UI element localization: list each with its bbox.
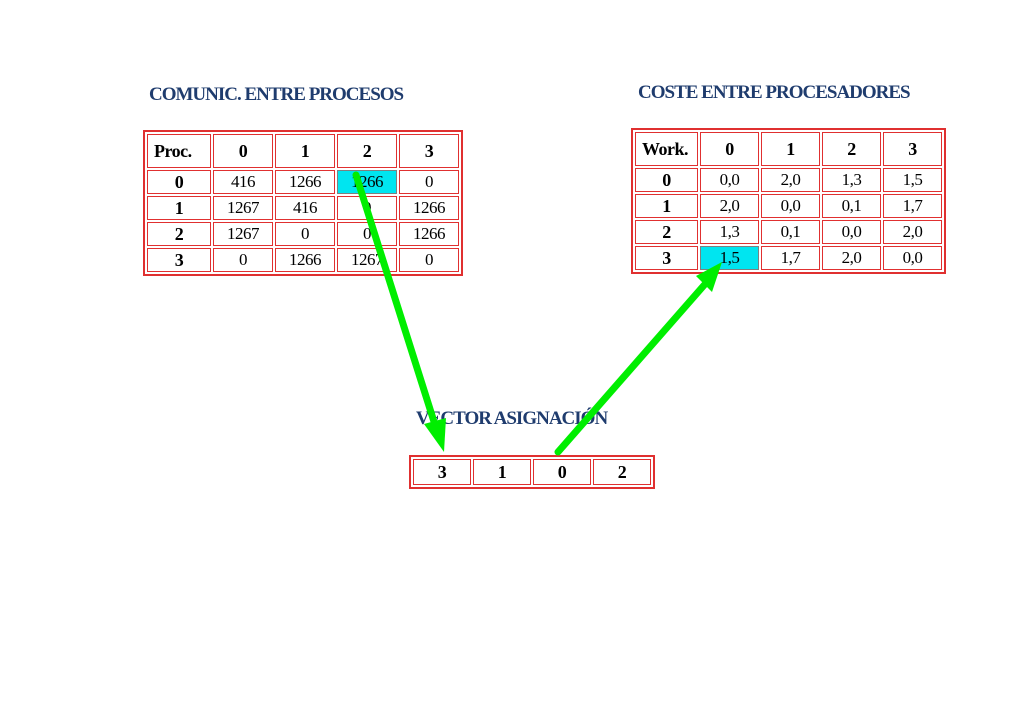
cost-row-header: 1	[635, 194, 698, 218]
comm-cell: 416	[275, 196, 335, 220]
table-row: 3 1 0 2	[413, 459, 651, 485]
cost-cell: 0,1	[822, 194, 881, 218]
comm-cell: 1266	[399, 196, 459, 220]
table-header-row: Proc. 0 1 2 3	[147, 134, 459, 168]
cost-cell: 2,0	[761, 168, 820, 192]
comm-cell: 0	[337, 222, 397, 246]
cost-cell-highlighted: 1,5	[700, 246, 759, 270]
cost-cell: 2,0	[883, 220, 942, 244]
comm-cell: 1266	[275, 170, 335, 194]
comm-cell: 1266	[275, 248, 335, 272]
comm-cell: 416	[213, 170, 273, 194]
comm-cell-highlighted: 1266	[337, 170, 397, 194]
cost-cell: 0,0	[761, 194, 820, 218]
comm-col-header: 0	[213, 134, 273, 168]
table-row: 3 0 1266 1267 0	[147, 248, 459, 272]
cost-col-header: 0	[700, 132, 759, 166]
cost-cell: 0,0	[883, 246, 942, 270]
comm-row-header: 0	[147, 170, 211, 194]
cost-cell: 0,0	[700, 168, 759, 192]
cost-row-header: 3	[635, 246, 698, 270]
cost-col-header: 3	[883, 132, 942, 166]
comm-cell: 1266	[399, 222, 459, 246]
comm-row-header: 2	[147, 222, 211, 246]
comm-col-header: 1	[275, 134, 335, 168]
vector-title: VECTOR ASIGNACIÓN	[416, 408, 608, 429]
cost-table-title: COSTE ENTRE PROCESADORES	[638, 82, 911, 103]
comm-corner-label: Proc.	[147, 134, 211, 168]
table-row: 2 1267 0 0 1266	[147, 222, 459, 246]
comm-cell: 1267	[213, 196, 273, 220]
cost-cell: 1,5	[883, 168, 942, 192]
comm-cell: 0	[399, 170, 459, 194]
cost-cell: 1,7	[883, 194, 942, 218]
comm-cell: 1267	[337, 248, 397, 272]
comm-col-header: 2	[337, 134, 397, 168]
comm-cell: 1267	[213, 222, 273, 246]
table-row: 0 0,0 2,0 1,3 1,5	[635, 168, 942, 192]
table-row: 0 416 1266 1266 0	[147, 170, 459, 194]
comm-cell: 0	[213, 248, 273, 272]
cost-col-header: 1	[761, 132, 820, 166]
comm-table: Proc. 0 1 2 3 0 416 1266 1266 0 1 1267 4…	[143, 130, 463, 276]
cost-cell: 0,1	[761, 220, 820, 244]
vector-cell: 3	[413, 459, 471, 485]
comm-row-header: 3	[147, 248, 211, 272]
comm-col-header: 3	[399, 134, 459, 168]
comm-cell: 0	[399, 248, 459, 272]
cost-table: Work. 0 1 2 3 0 0,0 2,0 1,3 1,5 1 2,0 0,…	[631, 128, 946, 274]
comm-cell: 0	[337, 196, 397, 220]
cost-cell: 1,3	[822, 168, 881, 192]
table-row: 3 1,5 1,7 2,0 0,0	[635, 246, 942, 270]
comm-row-header: 1	[147, 196, 211, 220]
vector-cell: 2	[593, 459, 651, 485]
cost-cell: 1,7	[761, 246, 820, 270]
comm-table-title: COMUNIC. ENTRE PROCESOS	[149, 84, 404, 105]
comm-cell: 0	[275, 222, 335, 246]
cost-cell: 0,0	[822, 220, 881, 244]
cost-row-header: 2	[635, 220, 698, 244]
table-header-row: Work. 0 1 2 3	[635, 132, 942, 166]
assignment-vector: 3 1 0 2	[409, 455, 655, 489]
cost-cell: 2,0	[822, 246, 881, 270]
cost-corner-label: Work.	[635, 132, 698, 166]
table-row: 2 1,3 0,1 0,0 2,0	[635, 220, 942, 244]
cost-cell: 1,3	[700, 220, 759, 244]
cost-cell: 2,0	[700, 194, 759, 218]
cost-col-header: 2	[822, 132, 881, 166]
table-row: 1 1267 416 0 1266	[147, 196, 459, 220]
vector-cell: 1	[473, 459, 531, 485]
cost-row-header: 0	[635, 168, 698, 192]
vector-cell: 0	[533, 459, 591, 485]
table-row: 1 2,0 0,0 0,1 1,7	[635, 194, 942, 218]
